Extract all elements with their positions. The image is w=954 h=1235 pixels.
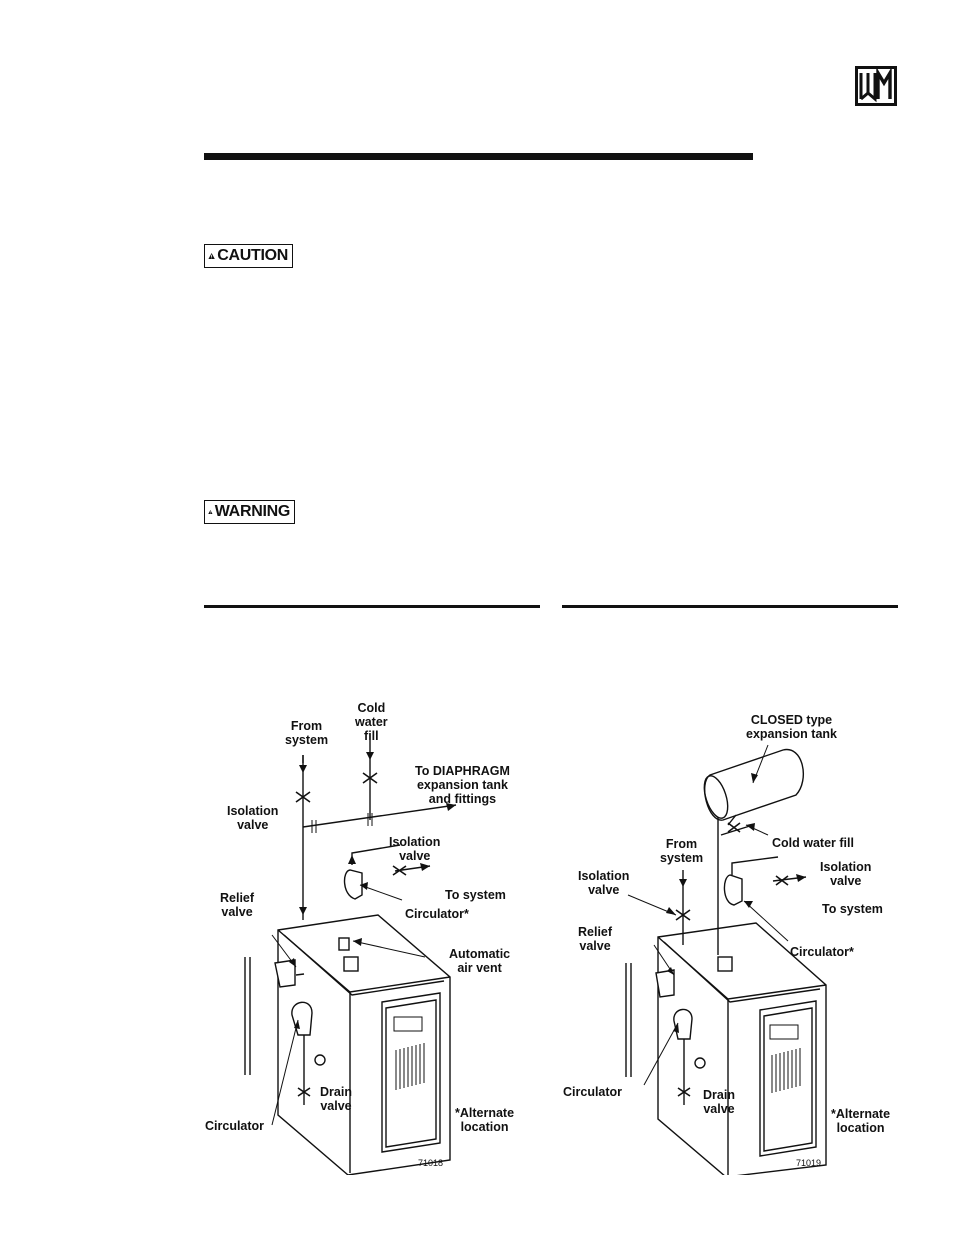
weil-mclain-logo-icon xyxy=(855,66,897,106)
warning-triangle-icon xyxy=(208,253,215,259)
to-system-label: To system xyxy=(445,888,506,902)
boiler-illustration-2 xyxy=(625,744,827,1175)
caution-badge: CAUTION xyxy=(204,244,293,268)
to-system-label: To system xyxy=(822,902,883,916)
caution-label: CAUTION xyxy=(217,247,288,264)
warning-badge: WARNING xyxy=(204,500,295,524)
section-rule xyxy=(204,153,753,160)
circulator-label: Circulator xyxy=(563,1085,623,1099)
circulator-label: Circulator xyxy=(205,1119,265,1133)
figure-number: 71018 xyxy=(418,1158,444,1168)
circulator-alternate-label: Circulator* xyxy=(790,945,854,959)
cold-water-fill-label: Cold water fill xyxy=(772,836,854,850)
boiler-illustration xyxy=(244,740,457,1175)
figure-number: 71019 xyxy=(796,1158,822,1168)
circulator-alternate-label: Circulator* xyxy=(405,907,469,921)
figure-right-rule xyxy=(562,605,898,608)
figure-left-rule xyxy=(204,605,540,608)
warning-label: WARNING xyxy=(214,503,291,520)
warning-triangle-icon xyxy=(208,510,213,514)
